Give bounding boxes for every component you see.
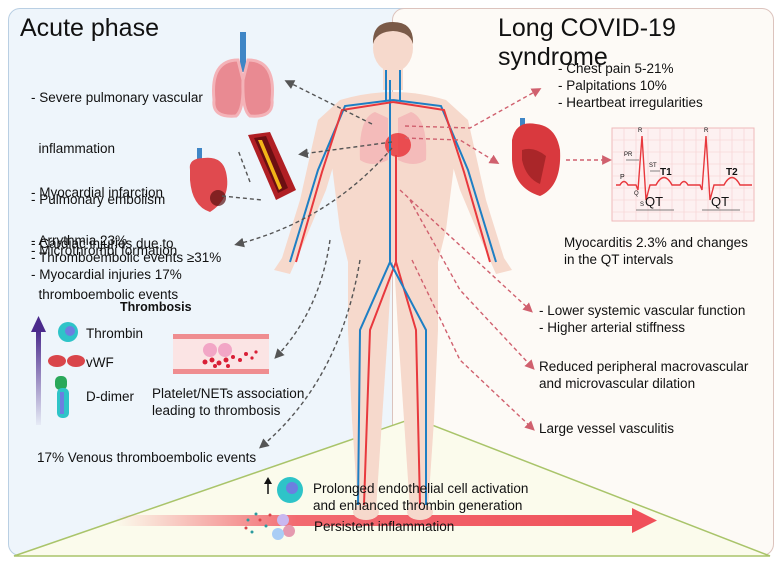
platelet-caption-line: leading to thrombosis [152,403,281,418]
ecg-label-t2: T2 [726,167,738,178]
arrow-to-chest-pain [404,88,542,129]
cardiac-findings-acute: - Myocardial infarction - Cardiac injuri… [31,150,178,320]
heart-illustration-long [512,118,561,196]
ecg-label-r2: R [704,128,709,134]
endothelial-line: and enhanced thrombin generation [313,498,523,513]
bottom-thrombin-icon [277,477,303,503]
cardiac-item: thromboembolic events [31,287,179,302]
d-dimer-molecule-icon [55,376,69,418]
ecg-label-q: Q [634,191,639,197]
long-cardiac-item: - Palpitations 10% [558,78,667,93]
arrow-to-venous [259,259,361,449]
marker-thrombin: Thrombin [86,326,144,341]
platelet-caption: Platelet/NETs association leading to thr… [152,385,304,419]
stat-item: - Arrythmia 23% [31,233,128,248]
dilation-line: and microvascular dilation [539,376,696,391]
arrow-to-vasculitis [411,259,535,431]
ecg-label-st: ST [649,163,657,169]
platelet-caption-line: Platelet/NETs association [152,386,305,401]
ecg-label-pr: PR [624,152,633,158]
timeline-arrow [115,508,657,533]
venous-events-text: 17% Venous thromboembolic events [37,450,257,465]
lung-item: inflammation [31,141,116,156]
myocarditis-line: in the QT intervals [564,252,674,267]
lung-findings-list: - Severe pulmonary vascular inflammation… [31,55,203,276]
marker-vwf: vWF [86,355,114,370]
platelet-vessel-illustration [173,334,269,374]
lungs-illustration [212,32,274,118]
lung-item: - Pulmonary embolism [31,192,166,207]
ecg-label-qt2: QT [711,194,730,209]
arrow-to-lungs [284,80,373,125]
acute-stats-list: - Arrythmia 23% - Thromboembolic events … [31,232,221,283]
artery-plaque-illustration [248,132,296,200]
ecg-label-p: P [620,174,625,181]
endothelial-text: Prolonged endothelial cell activation an… [313,480,528,514]
vascular-function-list: - Lower systemic vascular function - Hig… [539,302,745,336]
ecg-label-r1: R [638,128,643,134]
lung-item: - Severe pulmonary vascular [31,90,203,105]
thrombosis-increase-arrow [31,316,46,425]
arrow-to-platelets [274,239,331,359]
lung-item: - Microthrombi formation [31,243,178,258]
ecg-label-s: S [640,202,645,208]
long-cardiac-item: - Chest pain 5-21% [558,61,674,76]
arrow-to-artery [298,141,393,159]
long-covid-title: Long COVID-19 syndrome [498,14,676,71]
vwf-molecule-icon [48,355,85,367]
stat-item: - Myocardial injuries 17% [31,267,182,282]
myocarditis-line: Myocarditis 2.3% and changes [564,235,748,250]
bottom-increase-arrow [264,477,272,494]
myocarditis-text: Myocarditis 2.3% and changes in the QT i… [564,234,748,268]
cardiac-item: - Cardiac injuries due to [31,236,174,251]
ecg-label-t1: T1 [660,167,672,178]
long-cardiac-item: - Heartbeat irregularities [558,95,703,110]
inflammation-cells-icon [244,512,295,540]
heart-to-artery-link2 [221,195,263,201]
persistent-inflammation-text: Persistent inflammation [314,519,455,534]
dilation-line: Reduced peripheral macrovascular [539,359,749,374]
vascular-item: - Higher arterial stiffness [539,320,686,335]
marker-d-dimer: D-dimer [86,389,135,404]
stat-item: - Thromboembolic events ≥31% [31,250,222,265]
heart-to-artery-link [237,149,251,183]
arrow-to-vascular-function [399,189,533,313]
dilation-text: Reduced peripheral macrovascular and mic… [539,358,748,392]
thrombin-molecule-icon [58,322,78,342]
heart-illustration-acute [189,148,228,212]
thrombosis-heading: Thrombosis [120,300,192,314]
ecg-chart [611,127,755,222]
long-cardiac-list: - Chest pain 5-21% - Palpitations 10% - … [558,60,703,111]
arrow-to-stats [234,147,393,248]
human-body-figure [274,22,512,520]
vascular-item: - Lower systemic vascular function [539,303,746,318]
endothelial-line: Prolonged endothelial cell activation [313,481,529,496]
acute-phase-title: Acute phase [20,14,159,42]
ecg-label-qt1: QT [645,194,664,209]
vasculitis-text: Large vessel vasculitis [539,421,675,436]
cardiac-item: - Myocardial infarction [31,185,164,200]
